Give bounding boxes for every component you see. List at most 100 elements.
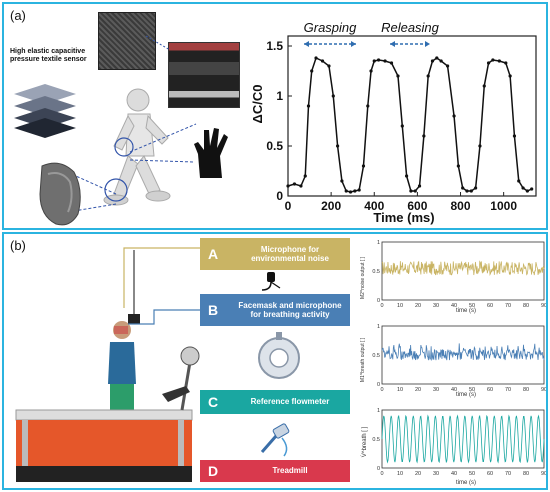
data-point	[389, 61, 394, 65]
x-tick-label: 20	[415, 303, 421, 309]
sensor-layer-stack-icon	[14, 84, 76, 138]
data-point	[497, 59, 501, 63]
callout-text-b: Facemask and microphone for breathing ac…	[238, 300, 342, 319]
y-tick-label: 0.5	[372, 437, 380, 443]
data-point	[512, 134, 517, 138]
callout-text-c: Reference flowmeter	[250, 397, 330, 407]
signal-line	[381, 343, 545, 361]
y-tick-label: 0	[276, 189, 283, 203]
x-tick-label: 40	[451, 387, 457, 393]
chart-a-x-label: Time (ms)	[373, 210, 434, 225]
data-point	[474, 186, 478, 190]
x-tick-label: 70	[505, 303, 511, 309]
data-point	[508, 74, 512, 78]
x-tick-label: 30	[433, 303, 439, 309]
x-tick-label: 40	[451, 303, 457, 309]
panel-b-label: (b)	[10, 238, 26, 253]
data-point	[327, 64, 331, 68]
y-tick-label: 1	[276, 89, 283, 103]
data-point	[456, 164, 460, 168]
data-point	[452, 114, 456, 118]
data-point	[405, 174, 409, 178]
data-point	[314, 56, 318, 60]
signal-line	[381, 414, 545, 464]
data-point	[366, 104, 370, 108]
data-point	[504, 61, 508, 65]
x-tick-label: 90	[541, 303, 546, 309]
x-tick-label: 10	[397, 387, 403, 393]
data-point	[369, 69, 373, 73]
x-tick-label: 10	[397, 471, 403, 477]
data-point	[413, 189, 417, 193]
callout-letter-b: B	[208, 302, 219, 318]
data-point	[396, 74, 400, 78]
x-tick-label: 80	[523, 471, 529, 477]
panel-b: (b) A Microphone for environmental noise	[2, 232, 548, 490]
data-point	[478, 144, 482, 148]
x-tick-label: 60	[487, 387, 493, 393]
data-point	[461, 186, 465, 190]
data-point	[530, 187, 534, 191]
chart-a-frame	[287, 35, 537, 197]
x-tick-label: 800	[451, 199, 471, 213]
chart-b1-x-label: time (s)	[456, 308, 476, 314]
data-point	[372, 59, 376, 63]
x-tick-label: 70	[505, 387, 511, 393]
data-point	[482, 84, 486, 88]
callout-letter-d: D	[208, 463, 219, 479]
data-point	[517, 179, 521, 183]
callout-box-b: B Facemask and microphone for breathing …	[200, 294, 350, 326]
x-tick-label: 20	[415, 471, 421, 477]
data-point	[361, 164, 366, 168]
data-point	[353, 189, 357, 193]
shoe-insole-sensor-icon	[39, 162, 81, 226]
x-tick-label: 20	[415, 387, 421, 393]
x-tick-label: 600	[407, 199, 427, 213]
data-point	[383, 59, 387, 63]
x-tick-label: 30	[433, 387, 439, 393]
data-point	[430, 59, 435, 63]
data-point	[486, 61, 491, 65]
panel-a: (a) High elastic capacitive pressure tex…	[2, 2, 548, 230]
chart-b2-x-label: time (s)	[456, 392, 476, 398]
x-tick-label: 50	[469, 303, 475, 309]
y-tick-label: 1.5	[266, 39, 283, 53]
callout-connector-lines	[123, 247, 202, 325]
y-tick-label: 1	[377, 324, 380, 330]
data-point	[376, 58, 381, 62]
y-tick-label: 1	[377, 408, 380, 414]
annotation-grasping: Grasping	[304, 20, 358, 35]
sensor-caption: High elastic capacitive pressure textile…	[10, 48, 87, 64]
data-point	[310, 69, 314, 73]
data-point	[357, 188, 361, 192]
x-tick-label: 0	[285, 199, 292, 213]
callout-box-c: C Reference flowmeter	[200, 390, 350, 414]
data-point	[286, 184, 290, 188]
callout-box-a: A Microphone for environmental noise	[200, 238, 350, 270]
y-tick-label: 0.5	[266, 139, 283, 153]
callout-letter-a: A	[208, 246, 219, 262]
data-point	[469, 189, 473, 193]
callout-text-d: Treadmill	[272, 466, 308, 476]
chart-a-y-label: ΔC/C0	[250, 85, 265, 124]
callout-box-d: D Treadmill	[200, 460, 350, 482]
y-tick-label: 0	[377, 298, 380, 304]
data-point	[331, 94, 335, 98]
data-point	[521, 186, 525, 190]
x-tick-label: 50	[469, 471, 475, 477]
data-point	[348, 190, 353, 194]
chart-b2-y-label: M1^breath output [ ]	[360, 337, 366, 382]
x-tick-label: 60	[487, 303, 493, 309]
y-tick-label: 0	[377, 382, 380, 388]
sensor-cross-section-photo	[168, 42, 240, 108]
x-tick-label: 80	[523, 303, 529, 309]
callout-letter-c: C	[208, 394, 219, 410]
data-point	[422, 134, 426, 138]
black-glove-icon	[194, 128, 228, 178]
series-line	[287, 56, 533, 193]
flowmeter-sensor-icon	[260, 423, 290, 457]
